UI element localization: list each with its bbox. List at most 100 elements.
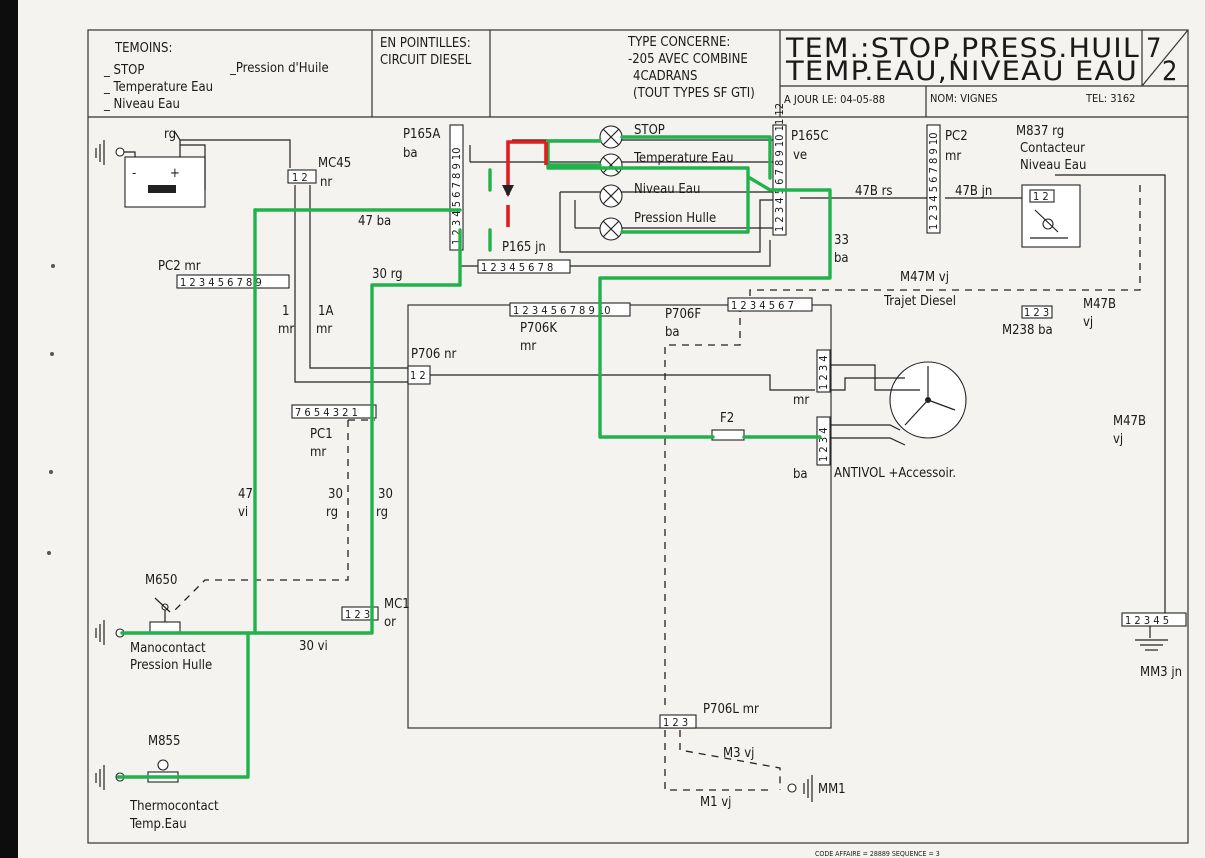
temoins-heading: TEMOINS: [114, 41, 172, 56]
wire-1a: 1A [318, 304, 333, 319]
p706l-pins: 1 2 3 [659, 714, 697, 729]
label-m47m: M47M vj [900, 270, 949, 285]
p706-pins: 1 2 [407, 365, 431, 385]
svg-text:1 2 3 4 5 6 7 8 9 10: 1 2 3 4 5 6 7 8 9 10 [450, 147, 463, 245]
label-p706k: P706K [520, 321, 557, 336]
svg-text:1 2 3 4: 1 2 3 4 [817, 355, 830, 390]
temoins-item-pression: _Pression d'Huile [229, 61, 329, 76]
outer-frame [87, 29, 1189, 844]
pc2-left-pins: 1 2 3 4 5 6 7 8 9 [176, 274, 290, 289]
sheet-number-bottom: 2 [1162, 56, 1178, 87]
manocontact-icon [149, 621, 181, 633]
label-p165c-color: ve [793, 148, 807, 163]
big-title-line1: TEM.:STOP,PRESS.HUIL [785, 33, 1140, 64]
a-jour-date: A JOUR LE: 04-05-88 [784, 93, 885, 106]
svg-text:1 2 3: 1 2 3 [663, 716, 688, 729]
svg-text:STOP: STOP [634, 123, 665, 138]
svg-text:Niveau Eau: Niveau Eau [634, 182, 700, 197]
mc1-pins: 1 2 3 [341, 606, 379, 621]
label-mc45-color: nr [320, 175, 332, 190]
label-mc45: MC45 [318, 156, 351, 171]
mc45-pins: 1 2 [287, 169, 317, 184]
label-mc1: MC1 [384, 597, 410, 612]
svg-text:1 2 3 4 5 6 7 8: 1 2 3 4 5 6 7 8 [481, 261, 553, 274]
label-p706: P706 nr [411, 347, 456, 362]
wire-33: 33 [834, 233, 849, 248]
p706-harness-box [407, 304, 832, 729]
label-rg-battery: rg [164, 127, 176, 142]
antivol-bottom-pins: 1 2 3 4 [816, 416, 831, 466]
svg-text:1 2 3 4 5 6 7: 1 2 3 4 5 6 7 [731, 299, 794, 312]
warning-lamps: STOP Temperature Eau Niveau Eau Pression… [599, 123, 734, 241]
battery-icon [124, 156, 206, 208]
wire-30-rg: 30 rg [372, 267, 403, 282]
label-p706f: P706F [665, 307, 701, 322]
pc2-right-pins: 1 2 3 4 5 6 7 8 9 10 [926, 124, 941, 234]
svg-text:Pression Hulle: Pression Hulle [634, 211, 716, 226]
label-pc1: PC1 [310, 427, 333, 442]
svg-text:7 6 5 4 3 2 1: 7 6 5 4 3 2 1 [295, 406, 358, 419]
svg-text:1 2 3 4 5 6 7 8 9 10 11 12: 1 2 3 4 5 6 7 8 9 10 11 12 [773, 103, 786, 232]
wire-30-rg-a-color: rg [326, 505, 338, 520]
telephone: TEL: 3162 [1085, 92, 1135, 105]
label-temp-eau: Temp.Eau [129, 817, 187, 832]
label-m3: M3 vj [723, 746, 754, 761]
label-trajet-diesel: Trajet Diesel [883, 294, 956, 309]
component-labels: P165A ba P165C ve P165 jn PC2 mr PC2 mr … [129, 124, 1182, 832]
pin-strips: 1 2 3 4 5 6 7 8 9 10 1 2 3 4 5 6 7 8 9 1… [176, 103, 1187, 729]
wire-47b-jn: 47B jn [955, 184, 992, 199]
svg-text:1 2 3: 1 2 3 [345, 608, 370, 621]
pc1-pins: 7 6 5 4 3 2 1 [291, 404, 377, 419]
p165a-pins: 1 2 3 4 5 6 7 8 9 10 [449, 124, 464, 251]
lamp-niveau-eau: Niveau Eau [599, 182, 700, 208]
label-m47b-right-color: vj [1113, 432, 1123, 447]
red-highlight-wires [502, 140, 548, 227]
svg-text:1 2 3 4 5: 1 2 3 4 5 [1125, 614, 1169, 627]
label-p165a-color: ba [403, 146, 418, 161]
wire-30-rg-a: 30 [328, 487, 343, 502]
wire-30-rg-b-color: rg [376, 505, 388, 520]
label-m47b-top-color: vj [1083, 315, 1093, 330]
label-p706l: P706L mr [703, 702, 759, 717]
label-mm3: MM3 jn [1140, 665, 1182, 680]
mm3-pins: 1 2 3 4 5 [1121, 612, 1187, 627]
label-antivol-ba: ba [793, 467, 808, 482]
p706k-pins: 1 2 3 4 5 6 7 8 9 10 [509, 302, 631, 317]
svg-text:1 2 3 4 5 6 7 8 9: 1 2 3 4 5 6 7 8 9 [180, 276, 262, 289]
label-m650: M650 [145, 573, 177, 588]
label-m837: M837 rg [1016, 124, 1064, 139]
label-p165: P165 jn [502, 240, 546, 255]
label-pc1-color: mr [310, 445, 326, 460]
wire-30-rg-b: 30 [378, 487, 393, 502]
label-p706k-color: mr [520, 339, 536, 354]
svg-text:1 2: 1 2 [292, 171, 308, 184]
author-name: NOM: VIGNES [930, 92, 998, 105]
svg-text:Temperature Eau: Temperature Eau [633, 151, 734, 166]
m238-pins: 1 2 3 [1021, 305, 1053, 319]
punch-marks [47, 264, 55, 555]
label-contacteur: Contacteur [1020, 141, 1085, 156]
svg-text:+: + [170, 166, 180, 181]
label-m47b-right: M47B [1113, 414, 1146, 429]
label-mm1: MM1 [818, 782, 846, 797]
temoins-item-niveau: _ Niveau Eau [103, 97, 180, 112]
label-manocontact: Manocontact [130, 641, 206, 656]
wire-47-ba: 47 ba [358, 214, 391, 229]
label-pc2-right: PC2 [945, 129, 968, 144]
svg-text:1 2 3 4 5 6 7 8 9 10: 1 2 3 4 5 6 7 8 9 10 [927, 132, 940, 230]
diesel-dashed-circuit [174, 185, 1141, 791]
antivol-top-pins: 1 2 3 4 [816, 349, 831, 393]
label-p706f-color: ba [665, 325, 680, 340]
title-block: TEMOINS: _ STOP _ Temperature Eau _ Nive… [88, 29, 1189, 118]
label-m1: M1 vj [700, 795, 731, 810]
type-line4: (TOUT TYPES SF GTI) [633, 86, 755, 101]
temoins-item-stop: _ STOP [103, 63, 144, 78]
wire-1a-color: mr [316, 322, 332, 337]
pointilles-line2: CIRCUIT DIESEL [380, 53, 472, 68]
label-mc1-color: or [384, 615, 396, 630]
p165c-pins: 1 2 3 4 5 6 7 8 9 10 11 12 [772, 103, 787, 236]
sheet-number-top: 7 [1146, 33, 1162, 64]
type-line2: -205 AVEC COMBINE [628, 52, 748, 67]
label-thermocontact: Thermocontact [129, 799, 219, 814]
label-p165a: P165A [403, 127, 440, 142]
